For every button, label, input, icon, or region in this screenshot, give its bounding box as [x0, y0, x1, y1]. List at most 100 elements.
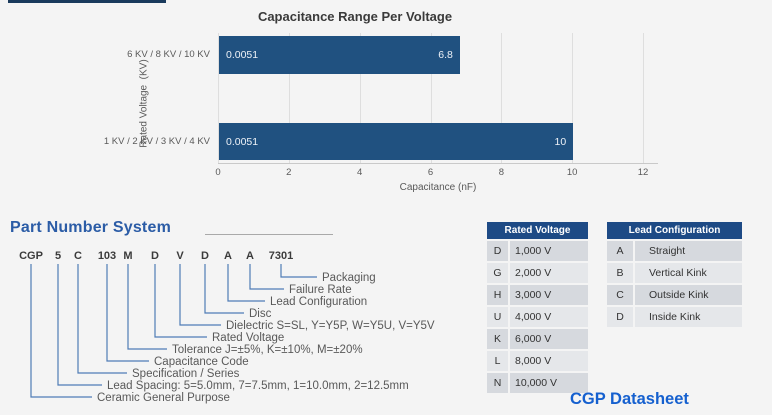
part-code: 103 — [98, 250, 116, 262]
bar-min-label: 0.0051 — [226, 49, 259, 61]
connector-line — [106, 264, 149, 362]
part-number-heading: Part Number System — [10, 219, 171, 236]
code-cell: K — [487, 329, 508, 349]
code-cell: C — [607, 285, 633, 305]
value-cell: 1,000 V — [510, 241, 588, 261]
part-label: Tolerance J=±5%, K=±10%, M=±20% — [172, 344, 363, 356]
x-tick-label: 10 — [566, 167, 578, 178]
cgp-datasheet-link[interactable]: CGP Datasheet — [570, 390, 689, 408]
code-cell: N — [487, 373, 508, 393]
connector-line — [179, 264, 221, 326]
part-code: D — [201, 250, 209, 262]
x-axis-line — [218, 163, 658, 164]
x-tick-label: 8 — [498, 167, 504, 178]
rated-voltage-header: Rated Voltage — [487, 222, 588, 239]
gridline — [359, 33, 361, 163]
value-cell: 4,000 V — [510, 307, 588, 327]
x-tick-label: 6 — [427, 167, 434, 178]
part-label: Capacitance Code — [154, 356, 249, 368]
connector-line — [227, 264, 265, 302]
code-cell: U — [487, 307, 508, 327]
connector-line — [280, 264, 317, 278]
code-cell: D — [607, 307, 633, 327]
connector-line — [30, 264, 92, 398]
bar-max-label: 6.8 — [438, 49, 453, 61]
part-code: A — [246, 250, 254, 262]
x-axis-label: Capacitance (nF) — [399, 182, 477, 193]
part-label: Dielectric S=SL, Y=Y5P, W=Y5U, V=Y5V — [226, 320, 435, 332]
connector-line — [127, 264, 167, 350]
gridline — [572, 33, 574, 163]
value-cell: Vertical Kink — [635, 263, 742, 283]
x-tick-label: 4 — [357, 167, 363, 178]
part-code: C — [74, 250, 82, 262]
part-code: 7301 — [269, 250, 293, 262]
part-label: Disc — [249, 308, 272, 320]
part-label: Ceramic General Purpose — [97, 392, 230, 404]
bar: 0.0051 10 — [219, 123, 574, 160]
part-code: D — [151, 250, 159, 262]
value-cell: Outside Kink — [635, 285, 742, 305]
chart-title: Capacitance Range Per Voltage — [257, 9, 453, 24]
gridline — [501, 33, 503, 163]
part-label: Lead Spacing: 5=5.0mm, 7=7.5mm, 1=10.0mm… — [107, 380, 409, 392]
value-cell: Inside Kink — [635, 307, 742, 327]
part-code: 5 — [55, 250, 61, 262]
part-code: A — [224, 250, 232, 262]
connector-line — [77, 264, 127, 374]
value-cell: 10,000 V — [510, 373, 588, 393]
code-cell: H — [487, 285, 508, 305]
value-cell: 6,000 V — [510, 329, 588, 349]
gridline — [643, 33, 645, 163]
bar-max-label: 10 — [554, 135, 567, 148]
bar: 0.0051 6.8 — [219, 36, 460, 74]
part-code: M — [123, 250, 132, 262]
part-code: V — [176, 250, 184, 262]
gridline — [218, 33, 219, 163]
x-tick-label: 0 — [215, 167, 221, 178]
connector-line — [154, 264, 207, 338]
bar-min-label: 0.0051 — [226, 135, 259, 148]
value-cell: Straight — [635, 241, 742, 261]
part-label: Specification / Series — [132, 368, 240, 380]
x-tick-label: 2 — [286, 167, 292, 178]
lead-configuration-header: Lead Configuration — [607, 222, 742, 239]
connector-line — [204, 264, 244, 314]
part-label: Failure Rate — [289, 284, 352, 296]
gridline — [288, 33, 290, 163]
category-label: 1 KV / 2 KV / 3 KV / 4 KV — [103, 136, 210, 147]
code-cell: A — [607, 241, 633, 261]
part-label: Packaging — [322, 272, 376, 284]
category-label: 6 KV / 8 KV / 10 KV — [127, 49, 210, 60]
code-cell: B — [607, 263, 633, 283]
value-cell: 2,000 V — [510, 263, 588, 283]
cropped-header-strip — [8, 0, 166, 3]
x-tick-label: 12 — [637, 167, 649, 178]
gridline — [430, 33, 432, 163]
connector-line — [57, 264, 102, 386]
code-cell: G — [487, 263, 508, 283]
part-code: CGP — [19, 250, 43, 262]
code-cell: D — [487, 241, 508, 261]
connector-line — [249, 264, 284, 290]
part-label: Rated Voltage — [212, 332, 284, 344]
value-cell: 3,000 V — [510, 285, 588, 305]
part-label: Lead Configuration — [270, 296, 367, 308]
value-cell: 8,000 V — [510, 351, 588, 371]
heading-rule — [205, 234, 333, 235]
